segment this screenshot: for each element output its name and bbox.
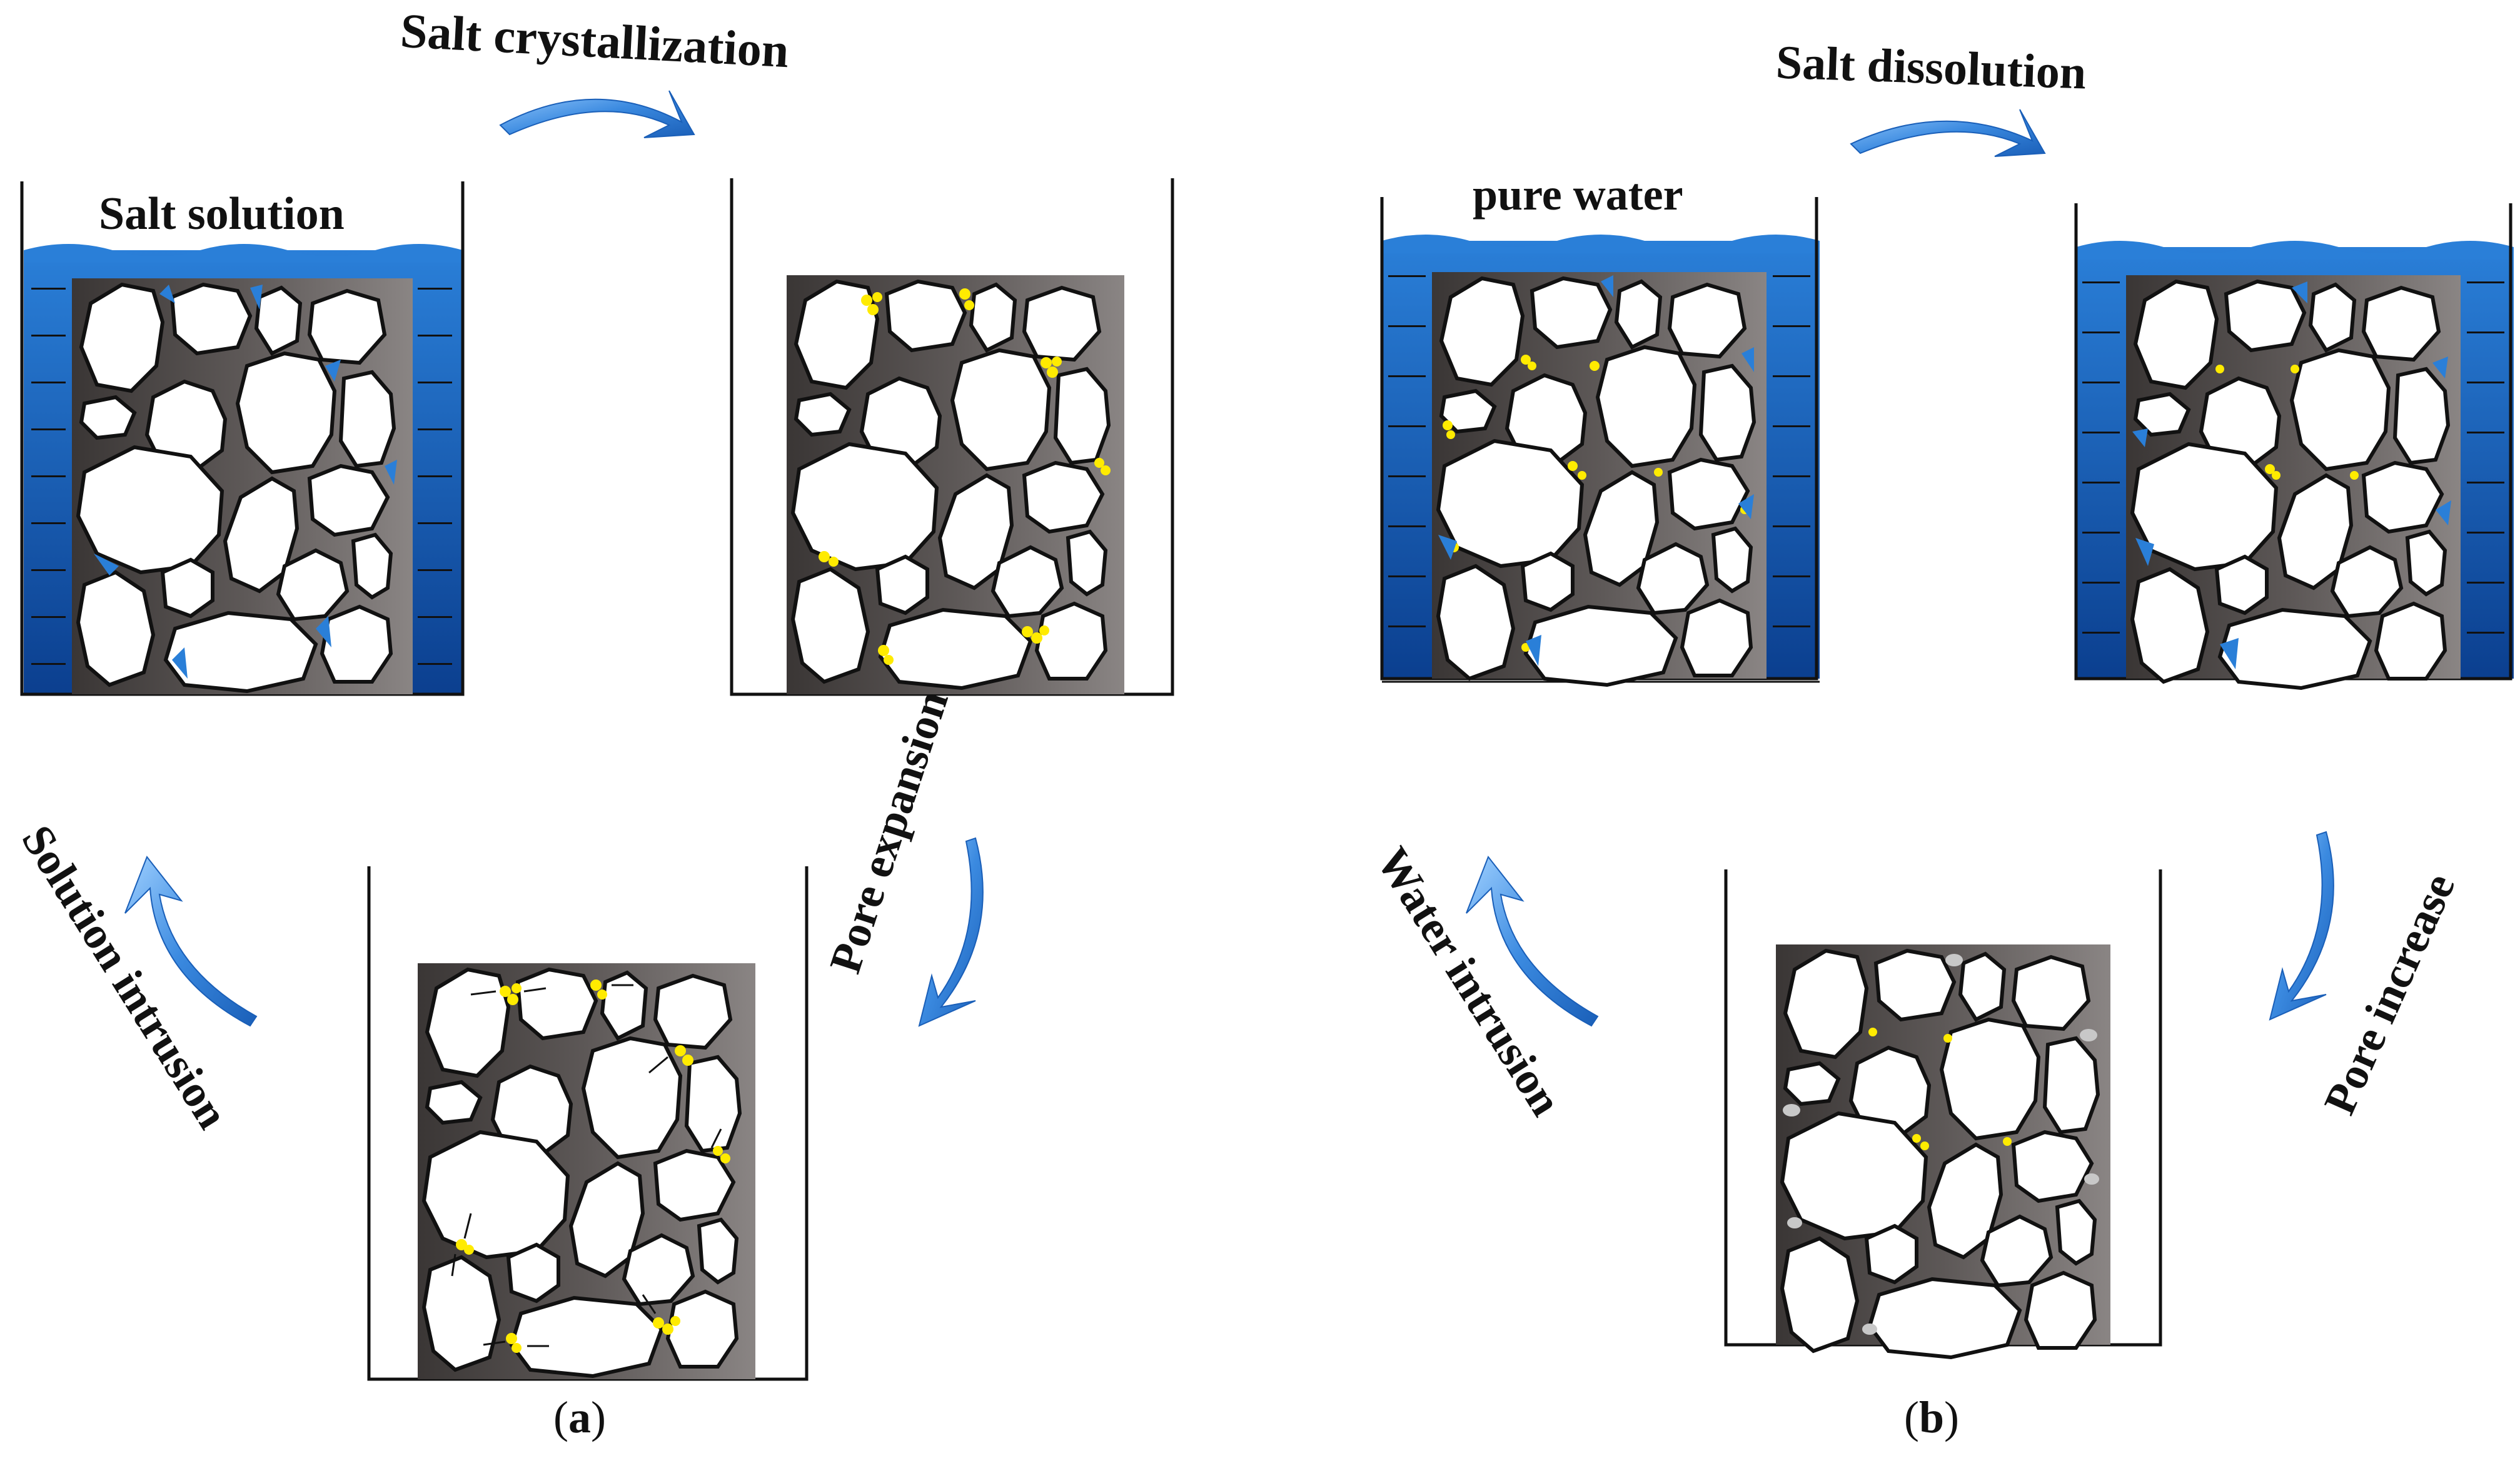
panel-b-container-2 xyxy=(2074,203,2514,688)
caption-a: (a) xyxy=(553,1392,606,1442)
inflow-arrows-right xyxy=(1773,275,1810,627)
salt-crystals xyxy=(819,288,1111,665)
salt-crystals xyxy=(2215,365,2359,480)
water-in-pores xyxy=(1438,275,1754,666)
label-salt-solution: Salt solution xyxy=(99,188,345,240)
inflow-arrows-right xyxy=(418,288,452,665)
expansion-arrows xyxy=(451,984,722,1347)
arrow-pore-increase xyxy=(2269,831,2334,1021)
inflow-arrows-right xyxy=(2467,281,2504,634)
solution-in-pores xyxy=(94,285,397,679)
panel-a-container-2 xyxy=(730,178,1174,696)
arrow-solution-intrusion xyxy=(124,856,258,1027)
panel-a-container-1 xyxy=(20,181,465,696)
arrow-water-intrusion xyxy=(1466,856,1599,1027)
panel-b-container-1 xyxy=(1380,197,1820,685)
arrow-salt-dissolution xyxy=(1850,109,2046,157)
salt-crystals xyxy=(456,980,730,1353)
inflow-arrows-left xyxy=(1388,275,1426,627)
salt-crystals xyxy=(1868,1028,2012,1150)
water-surface xyxy=(1382,235,1820,253)
panel-a-container-3 xyxy=(367,866,809,1381)
caption-b: (b) xyxy=(1904,1392,1960,1442)
panel-b-container-3 xyxy=(1724,869,2162,1357)
label-pure-water: pure water xyxy=(1473,170,1683,220)
label-salt-dissolution: Salt dissolution xyxy=(1775,36,2087,99)
water-surface xyxy=(2076,241,2514,260)
inflow-arrows-left xyxy=(2082,281,2120,634)
arrow-salt-crystallization xyxy=(499,90,695,138)
water-in-pores xyxy=(2132,281,2451,669)
water-surface xyxy=(24,244,463,263)
dissolved-salt-remnants xyxy=(1783,954,2099,1335)
arrow-pore-expansion xyxy=(918,837,984,1027)
inflow-arrows-left xyxy=(31,288,66,665)
